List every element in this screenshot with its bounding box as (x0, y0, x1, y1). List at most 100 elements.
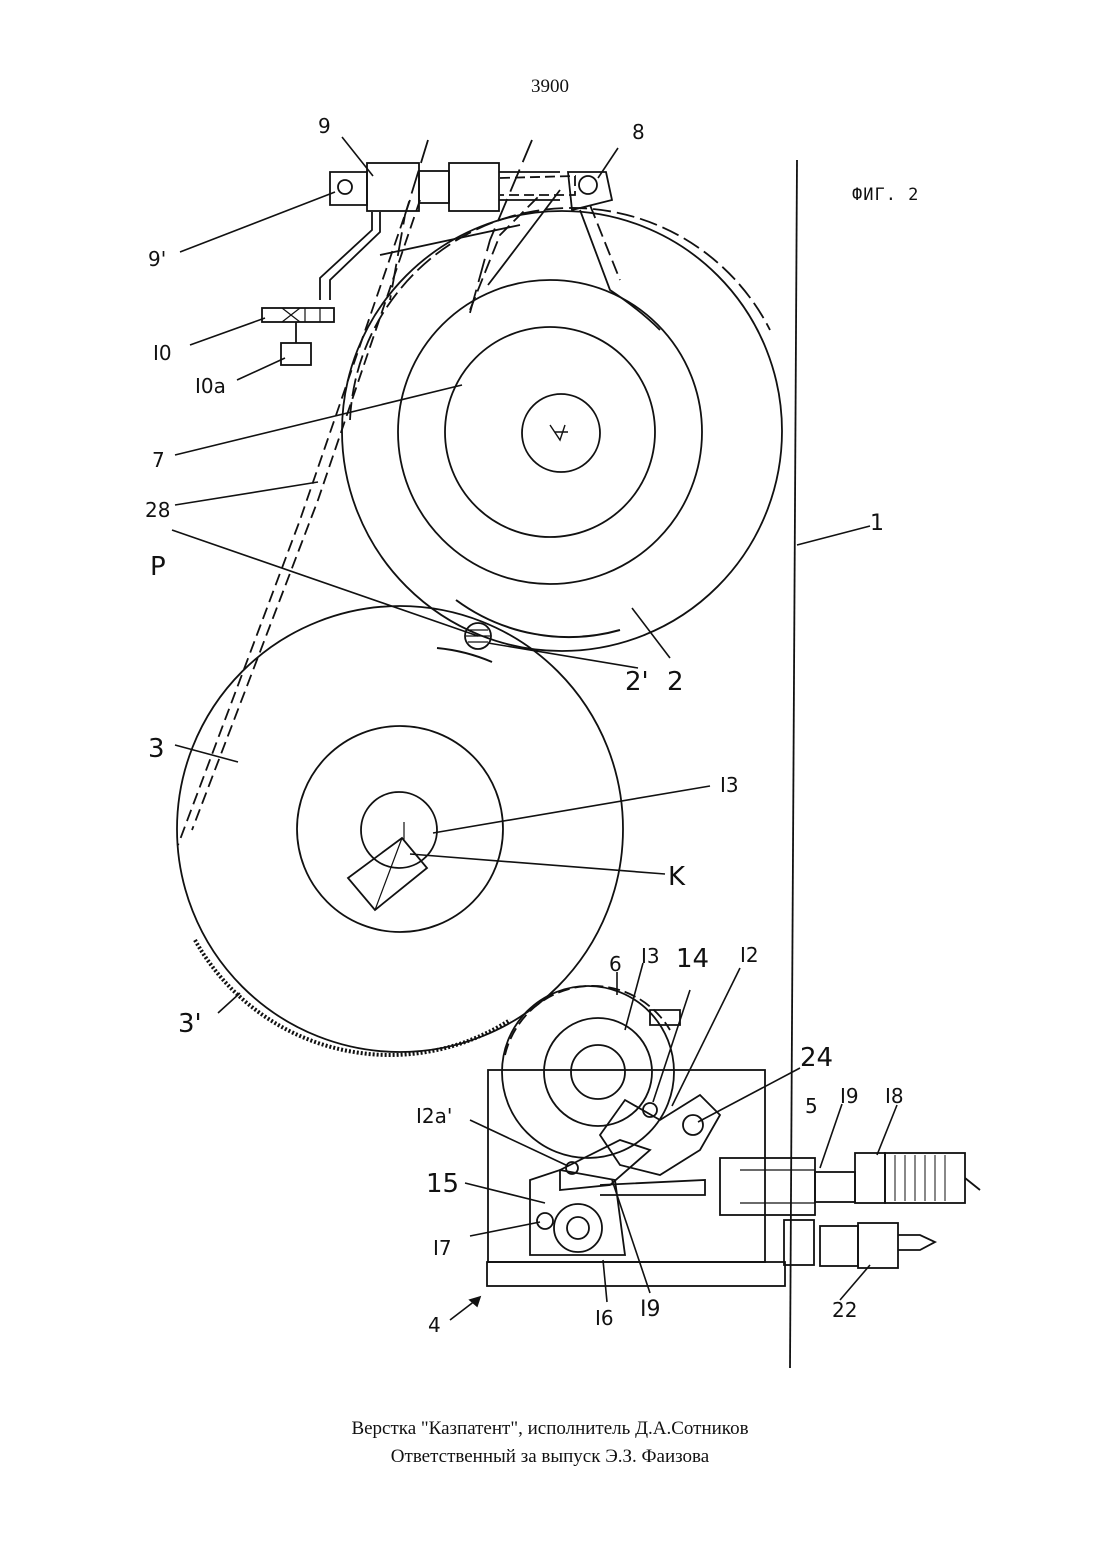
valve-10-symbol (282, 308, 320, 322)
label-17: I7 (433, 1236, 452, 1260)
motor-18-fins (895, 1155, 945, 1201)
label-18: I8 (885, 1084, 904, 1108)
label-10a: I0a (195, 374, 226, 398)
pneumatic-line (320, 212, 380, 300)
roll-6-ring-13 (544, 1018, 652, 1126)
frame-wall (790, 160, 797, 1368)
leader-9 (342, 137, 373, 176)
leader-2 (632, 608, 670, 658)
footer-credits-line: Верстка "Казпатент", исполнитель Д.А.Сот… (0, 1418, 1100, 1440)
leader-3prime (218, 993, 240, 1013)
leader-10 (190, 318, 265, 345)
roll-2-hub (522, 394, 600, 472)
roll-3-ring (297, 726, 503, 932)
label-14: 14 (676, 944, 709, 974)
roll-6-hub (571, 1045, 625, 1099)
label-12: I2 (740, 943, 759, 967)
leader-18 (877, 1105, 897, 1155)
label-2prime: 2' (625, 667, 649, 697)
leader-15 (465, 1183, 545, 1203)
base-plate (487, 1262, 785, 1286)
leader-8 (598, 148, 618, 178)
motor-22-body (858, 1223, 898, 1268)
label-6: 6 (609, 952, 622, 976)
roll-3-rim-3prime (195, 940, 510, 1055)
label-10: I0 (153, 341, 172, 365)
leader-19a (820, 1104, 842, 1168)
leader-16 (603, 1260, 607, 1302)
motor-18-flange (855, 1153, 885, 1203)
leader-14 (653, 990, 690, 1102)
cylinder-9-eye (338, 180, 352, 194)
bracket-22 (784, 1220, 814, 1265)
leader-28 (175, 482, 318, 505)
cylinder-19-rods (740, 1170, 815, 1203)
cylinder-19-body (720, 1158, 815, 1215)
label-8: 8 (632, 120, 645, 144)
belt-28-dashed-a (178, 200, 410, 845)
roll-7 (445, 327, 655, 537)
cylinder-19-cap (815, 1172, 855, 1202)
pivot-17 (537, 1213, 553, 1229)
label-19a: I9 (840, 1084, 859, 1108)
motor-18-cable (965, 1178, 980, 1190)
roll-6-outer (502, 986, 674, 1158)
leader-3 (175, 745, 238, 762)
label-3prime: 3' (178, 1009, 202, 1039)
label-16: I6 (595, 1306, 614, 1330)
label-9prime: 9' (148, 247, 166, 271)
label-12a: I2a' (416, 1104, 452, 1128)
belt-28-dashed-b (192, 200, 420, 830)
label-k: K (668, 862, 686, 892)
leader-p (172, 530, 478, 636)
roll-3-cam-K (348, 838, 427, 910)
leader-12 (672, 968, 740, 1106)
cylinder-9-piston (449, 163, 499, 211)
leader-k (410, 854, 665, 874)
leader-19b (612, 1180, 650, 1293)
label-9: 9 (318, 114, 331, 138)
valve-10a-solenoid (281, 343, 311, 365)
roll-2-arc-2prime (456, 600, 620, 637)
cylinder-9-body (367, 163, 419, 211)
cylinder-9-rod-housing (419, 171, 449, 203)
label-5: 5 (805, 1094, 818, 1118)
label-1: 1 (870, 511, 884, 536)
label-3: 3 (148, 734, 165, 764)
pivot-24 (683, 1115, 703, 1135)
label-19b: I9 (640, 1297, 661, 1322)
pivot-8-circle (579, 176, 597, 194)
footer-responsible-line: Ответственный за выпуск Э.З. Фаизова (0, 1446, 1100, 1468)
leader-10a (237, 358, 285, 380)
cylinder-9-mount (330, 172, 367, 205)
label-15: 15 (426, 1169, 459, 1199)
leader-2prime (488, 643, 638, 668)
leader-24 (698, 1068, 800, 1122)
leader-13 (433, 786, 710, 833)
roll-3-outer (177, 606, 623, 1052)
label-28: 28 (145, 498, 170, 522)
label-4: 4 (428, 1313, 441, 1337)
roll-3-hub (361, 792, 437, 868)
label-p: P (150, 552, 166, 582)
gear-16-hub (567, 1217, 589, 1239)
roll-2-hub-mark (550, 425, 568, 440)
roll-3-arc (437, 648, 492, 662)
figure-caption: ФИГ. 2 (852, 185, 919, 205)
label-22: 22 (832, 1298, 857, 1322)
leader-22 (840, 1265, 870, 1300)
cylinder-9-dashed-rod (500, 176, 575, 195)
label-13b: I3 (641, 944, 660, 968)
leader-1 (797, 526, 870, 545)
motor-22-shaft (898, 1235, 935, 1250)
roll-2-dashed-outline (350, 208, 770, 420)
leader-9prime (180, 192, 335, 252)
roll-2-outer (342, 211, 782, 651)
leader-12a (470, 1120, 568, 1166)
motor-22-coupling (820, 1226, 858, 1266)
label-7: 7 (152, 448, 165, 472)
arrow-4-head (470, 1297, 480, 1306)
label-24: 24 (800, 1043, 833, 1073)
label-2: 2 (667, 667, 684, 697)
